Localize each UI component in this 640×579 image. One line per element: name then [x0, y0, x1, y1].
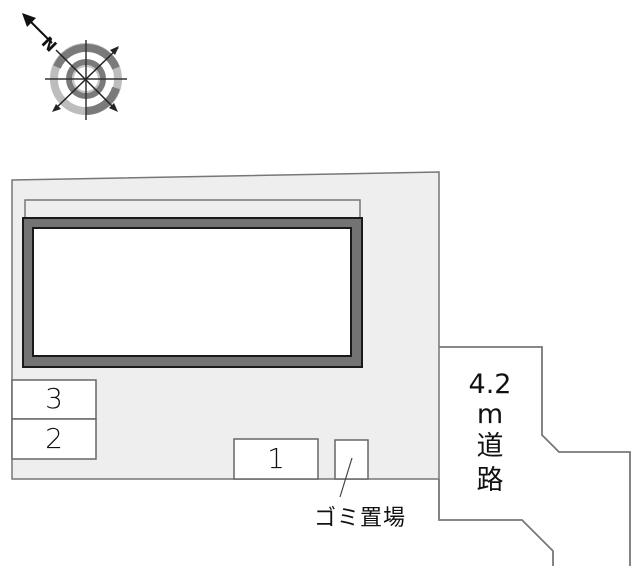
building-interior: [32, 227, 352, 357]
parking-label-2: 2: [45, 422, 63, 455]
parking-label-3: 3: [45, 382, 63, 415]
garbage-label: ゴミ置場: [313, 506, 406, 531]
parking-label-1: 1: [267, 442, 285, 475]
road-width-label: 4.2: [468, 369, 512, 400]
garbage-area: [334, 439, 369, 480]
north-label: N: [38, 33, 61, 56]
road-name-line1: 道: [476, 431, 504, 462]
garbage-leader-line: [339, 457, 353, 498]
parking-space-1: [233, 438, 319, 480]
road-unit-label: m: [476, 399, 504, 430]
road-name-line2: 路: [476, 465, 504, 496]
compass-rose-icon: [22, 13, 127, 120]
road-outline: [438, 346, 631, 566]
parking-space-2: [11, 418, 97, 460]
balcony-outline: [24, 199, 361, 217]
parking-space-3: [11, 379, 97, 420]
